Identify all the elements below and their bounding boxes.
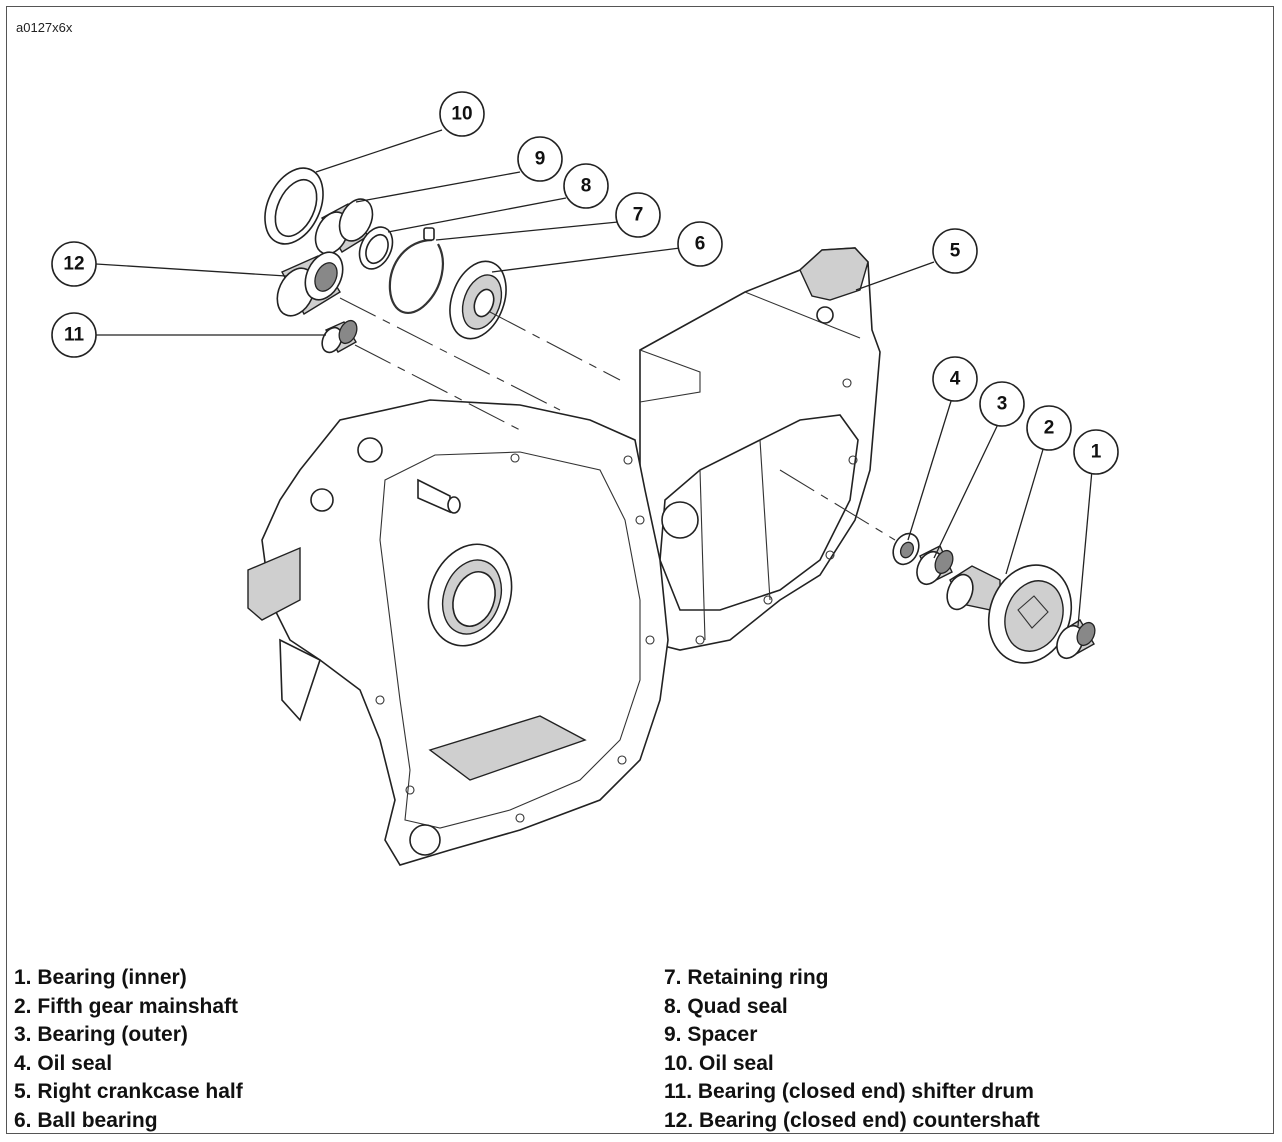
- right-crankcase-half: [247, 247, 881, 866]
- bearing-outer: [916, 545, 954, 586]
- legend-item: 6. Ball bearing: [14, 1108, 158, 1132]
- callout-6-label: 6: [695, 234, 706, 255]
- legend-item: 1. Bearing (inner): [14, 966, 187, 989]
- callout-9-label: 9: [535, 149, 546, 170]
- figure-frame: [6, 6, 1274, 1134]
- callout-8-label: 8: [581, 176, 592, 197]
- callout-6: 6: [677, 221, 723, 267]
- fifth-gear-mainshaft: [946, 564, 1073, 664]
- callout-5: 5: [932, 228, 978, 274]
- callout-7: 7: [615, 192, 661, 238]
- bearing-countershaft: [276, 251, 344, 317]
- callout-11-label: 11: [64, 325, 85, 346]
- legend-item: 7. Retaining ring: [664, 966, 829, 989]
- callout-3: 3: [979, 381, 1025, 427]
- callout-10-label: 10: [451, 104, 472, 125]
- oil-seal-large: [264, 167, 324, 245]
- callout-4-label: 4: [950, 369, 961, 390]
- legend-right-column: 7. Retaining ring 8. Quad seal 9. Spacer…: [664, 964, 1040, 1135]
- legend-item: 3. Bearing (outer): [14, 1023, 188, 1046]
- oil-seal-small: [892, 532, 920, 566]
- callout-9: 9: [517, 136, 563, 182]
- callout-12-label: 12: [63, 254, 84, 275]
- exploded-view-diagram: 10 9 8 7 6 5 12 11 4 3 2 1: [51, 91, 1119, 866]
- bearing-shifter-drum: [321, 319, 358, 354]
- bearing-inner: [1056, 619, 1096, 660]
- legend-item: 8. Quad seal: [664, 994, 788, 1018]
- figure-id: a0127x6x: [16, 20, 73, 35]
- callout-8: 8: [563, 163, 609, 209]
- callout-4: 4: [932, 356, 978, 402]
- ball-bearing: [449, 260, 507, 340]
- retaining-ring: [388, 227, 444, 314]
- callout-3-label: 3: [997, 394, 1008, 415]
- callout-10: 10: [439, 91, 485, 137]
- spacer: [314, 198, 374, 255]
- legend-item: 12. Bearing (closed end) countershaft: [664, 1108, 1040, 1132]
- callout-12: 12: [51, 241, 97, 287]
- callout-7-label: 7: [633, 205, 644, 226]
- legend-item: 9. Spacer: [664, 1023, 758, 1046]
- callout-1: 1: [1073, 429, 1119, 475]
- legend-item: 2. Fifth gear mainshaft: [14, 994, 239, 1018]
- legend-item: 11. Bearing (closed end) shifter drum: [664, 1080, 1034, 1103]
- callout-5-label: 5: [950, 241, 961, 262]
- quad-seal: [358, 226, 394, 270]
- callout-2: 2: [1026, 405, 1072, 451]
- legend-left-column: 1. Bearing (inner) 2. Fifth gear mainsha…: [14, 964, 243, 1135]
- callout-2-label: 2: [1044, 418, 1055, 439]
- callout-1-label: 1: [1091, 442, 1102, 463]
- callout-11: 11: [51, 312, 97, 358]
- legend-item: 5. Right crankcase half: [14, 1080, 243, 1103]
- leader-lines: [95, 129, 1093, 627]
- legend-item: 4. Oil seal: [14, 1051, 113, 1075]
- legend-item: 10. Oil seal: [664, 1051, 774, 1075]
- assembly-axes: [339, 297, 896, 541]
